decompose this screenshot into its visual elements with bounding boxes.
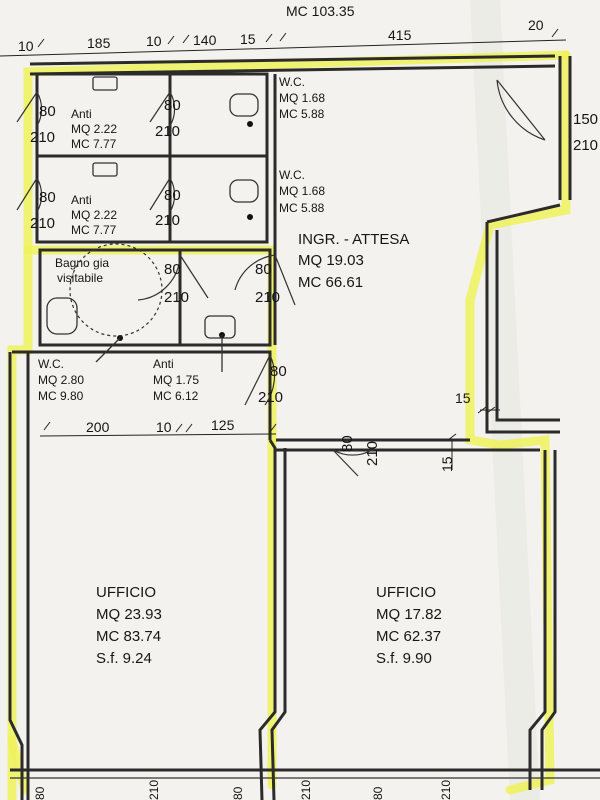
ufficio-2-volume: MC 62.37 — [376, 628, 442, 645]
anti-3-volume: MC 6.12 — [153, 389, 199, 403]
wc-3-name: W.C. — [38, 357, 64, 371]
ingresso-area: MQ 19.03 — [298, 252, 364, 269]
door-width-4: 80 — [164, 187, 181, 204]
ufficio-2-area: MQ 17.82 — [376, 606, 442, 623]
dim-right-15a: 15 — [455, 390, 471, 406]
wc-3-volume: MC 9.80 — [38, 389, 84, 403]
dim-top-15: 15 — [240, 31, 256, 47]
ufficio-2-sf: S.f. 9.90 — [376, 650, 432, 667]
dim-top-10b: 10 — [146, 33, 162, 49]
dimension-lines — [0, 28, 567, 470]
anti-1-name: Anti — [71, 107, 92, 121]
fixtures — [46, 76, 259, 372]
ufficio-2-name: UFFICIO — [376, 584, 436, 601]
dim-top-415: 415 — [388, 27, 412, 43]
bottom-mark-3: 80 — [231, 786, 245, 800]
bottom-mark-4: 210 — [299, 779, 313, 800]
wc-1-name: W.C. — [279, 75, 305, 89]
dim-right-15b: 15 — [439, 456, 455, 472]
door-height-5: 210 — [164, 289, 190, 306]
dim-mid-10: 10 — [156, 419, 172, 435]
wc-2-volume: MC 5.88 — [279, 201, 325, 215]
ufficio-1-sf: S.f. 9.24 — [96, 650, 152, 667]
bagno-line-1: Bagno gia — [55, 256, 110, 270]
door-height-6: 210 — [255, 289, 281, 306]
wc-3-area: MQ 2.80 — [38, 373, 85, 387]
bagno-line-2: visitabile — [57, 271, 104, 285]
total-volume-label: MC 103.35 — [286, 3, 355, 19]
dim-mid-125: 125 — [211, 417, 235, 433]
door-height-1: 210 — [30, 129, 56, 146]
anti-2-name: Anti — [71, 193, 92, 207]
anti-2-volume: MC 7.77 — [71, 223, 117, 237]
anti-3-area: MQ 1.75 — [153, 373, 200, 387]
door-height-8: 210 — [364, 440, 381, 466]
wc-1-area: MQ 1.68 — [279, 91, 326, 105]
door-width-5: 80 — [164, 261, 181, 278]
door-width-3: 80 — [39, 189, 56, 206]
door-height-7: 210 — [258, 389, 284, 406]
door-width-9: 150 — [573, 111, 599, 128]
anti-3-name: Anti — [153, 357, 174, 371]
ingresso-name: INGR. - ATTESA — [298, 231, 410, 248]
bottom-mark-1: 80 — [33, 786, 47, 800]
ingresso-volume: MC 66.61 — [298, 274, 364, 291]
bottom-mark-6: 210 — [439, 779, 453, 800]
door-height-2: 210 — [155, 123, 181, 140]
door-height-3: 210 — [30, 215, 56, 232]
dim-top-185: 185 — [87, 35, 111, 51]
door-width-1: 80 — [39, 103, 56, 120]
door-height-9: 210 — [573, 137, 599, 154]
door-swings — [16, 79, 546, 477]
door-width-7: 80 — [270, 363, 287, 380]
anti-1-area: MQ 2.22 — [71, 122, 118, 136]
bottom-mark-2: 210 — [147, 779, 161, 800]
dim-top-10a: 10 — [18, 38, 34, 54]
door-width-8: 80 — [339, 435, 356, 452]
wc-1-volume: MC 5.88 — [279, 107, 325, 121]
bottom-mark-5: 80 — [371, 786, 385, 800]
wc-2-area: MQ 1.68 — [279, 184, 326, 198]
ufficio-1-area: MQ 23.93 — [96, 606, 162, 623]
dim-mid-200: 200 — [86, 419, 110, 435]
ufficio-1-volume: MC 83.74 — [96, 628, 162, 645]
door-height-4: 210 — [155, 212, 181, 229]
dim-top-140: 140 — [193, 32, 217, 48]
ufficio-1-name: UFFICIO — [96, 584, 156, 601]
door-width-2: 80 — [164, 97, 181, 114]
wc-2-name: W.C. — [279, 168, 305, 182]
anti-2-area: MQ 2.22 — [71, 208, 118, 222]
walls — [8, 54, 600, 800]
dim-top-20: 20 — [528, 17, 544, 33]
anti-1-volume: MC 7.77 — [71, 137, 117, 151]
door-width-6: 80 — [255, 261, 272, 278]
